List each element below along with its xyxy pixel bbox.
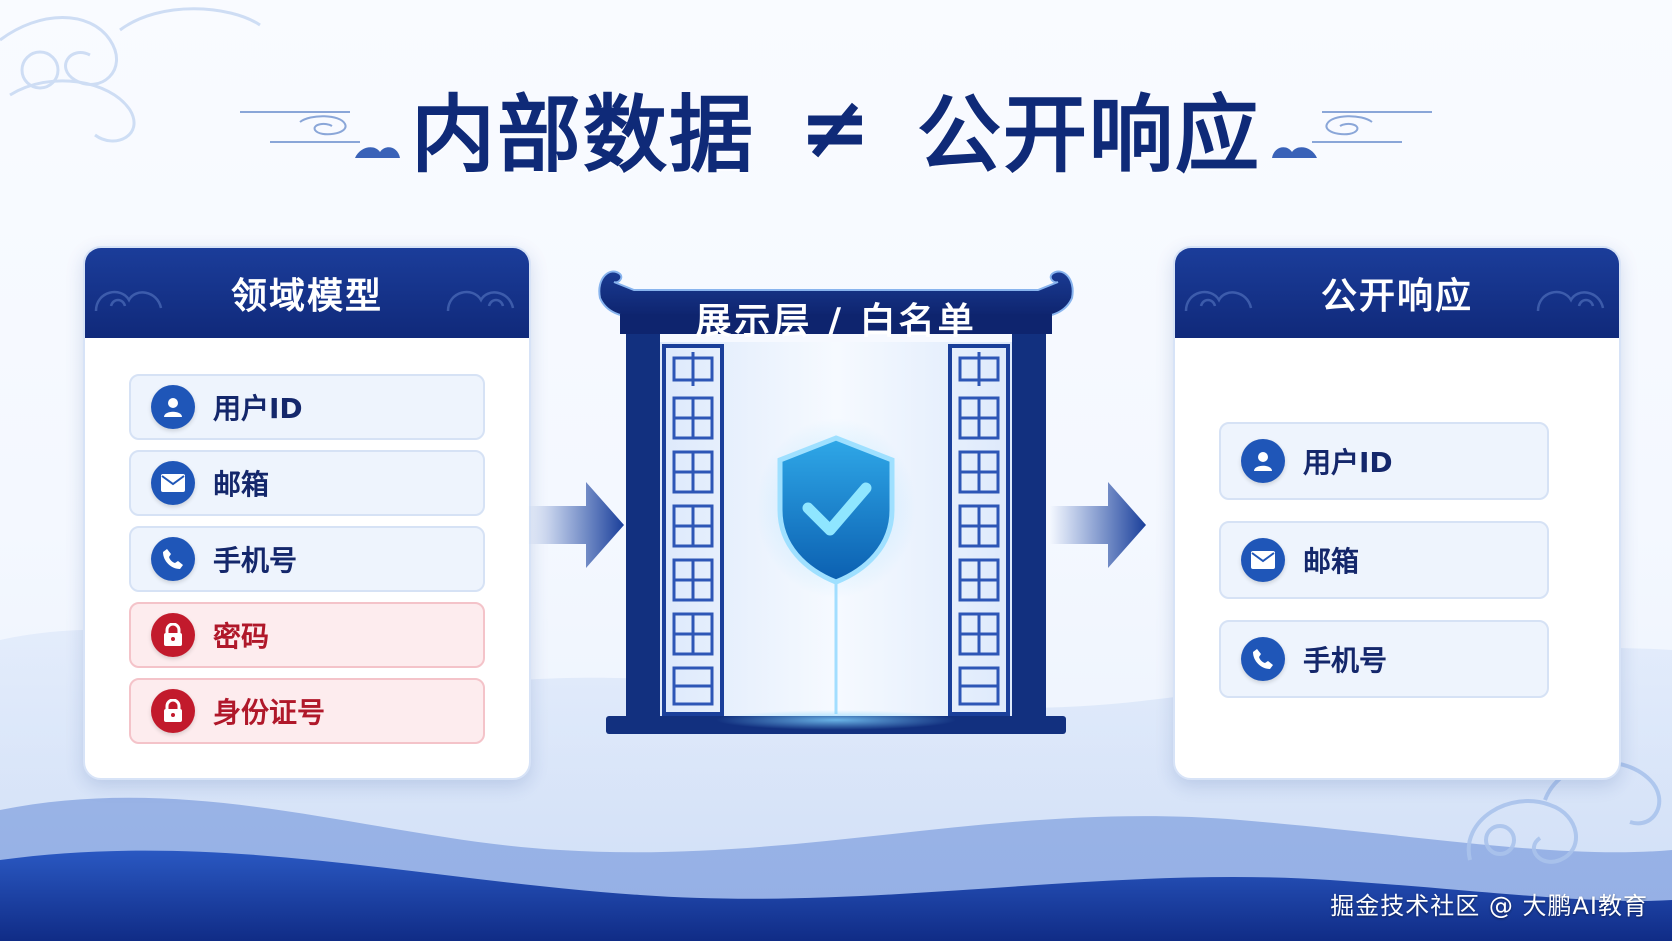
arrow-right-icon [1050,482,1146,568]
watermark: 掘金技术社区 @ 大鹏AI教育 [1330,892,1648,920]
gate-title: 展示层 / 白名单 [695,301,977,342]
list-item-phone: 手机号 [1219,620,1549,698]
title-right: 公开响应 [917,85,1262,184]
cloud-ornament-top-left [0,7,261,143]
phone-icon [151,537,195,581]
list-item-user-id: 用户ID [129,374,485,440]
list-item-phone: 手机号 [129,526,485,592]
cloud-ornament-icon [94,290,163,312]
user-icon [151,385,195,429]
item-label: 身份证号 [213,696,326,729]
lock-icon [151,689,195,733]
title-left: 内部数据 [410,85,755,184]
user-icon [1241,439,1285,483]
item-label: 邮箱 [1303,545,1360,578]
cloud-ornament-icon [1184,290,1253,312]
item-label: 邮箱 [213,468,270,501]
public-response-title: 公开响应 [1320,276,1473,317]
domain-model-title: 领域模型 [230,276,383,317]
list-item-user-id: 用户ID [1219,422,1549,500]
phone-icon [1241,637,1285,681]
cloud-ornament-icon [446,290,515,312]
list-item-email: 邮箱 [1219,521,1549,599]
shield-check-icon [756,418,916,598]
not-equal-sign: ≠ [798,78,874,178]
domain-model-panel: 领域模型 用户ID 邮箱 手机号 密码 身份证号 [83,246,531,780]
item-label: 用户ID [1303,446,1393,479]
cloud-ornament-icon [1536,290,1605,312]
item-label: 用户ID [213,392,303,425]
public-response-panel: 公开响应 用户ID 邮箱 手机号 [1173,246,1621,780]
wave-dark [0,850,1672,941]
list-item-email: 邮箱 [129,450,485,516]
item-label: 密码 [213,620,270,653]
page-title: 内部数据 ≠ 公开响应 [0,78,1672,184]
item-label: 手机号 [213,544,298,577]
item-label: 手机号 [1303,644,1388,677]
list-item-id-number: 身份证号 [129,678,485,744]
domain-model-header: 领域模型 [85,248,529,338]
title-ornament-right [1272,111,1432,158]
mail-icon [151,461,195,505]
lock-icon [151,613,195,657]
arrow-right-icon [528,482,624,568]
mail-icon [1241,538,1285,582]
list-item-password: 密码 [129,602,485,668]
title-ornament-left [240,111,400,158]
public-response-header: 公开响应 [1175,248,1619,338]
whitelist-gate [598,270,1074,734]
